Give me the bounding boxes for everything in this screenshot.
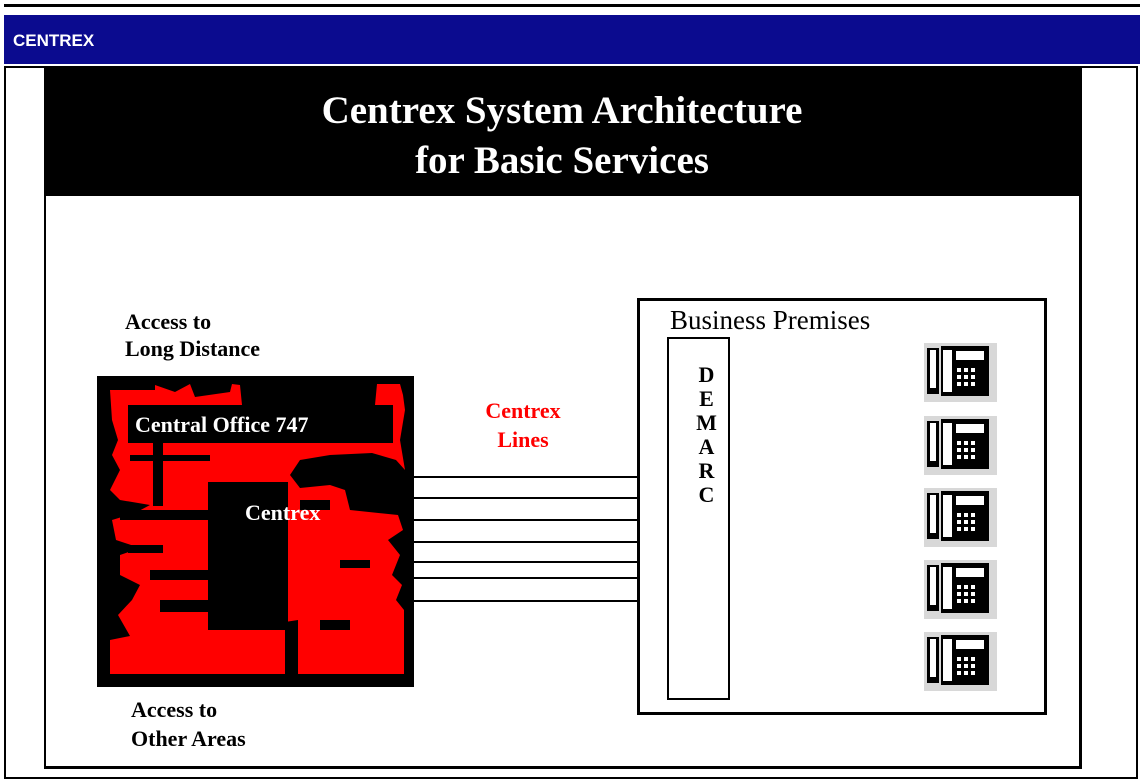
- telephone-icon: [924, 488, 997, 547]
- telephone-icon: [924, 416, 997, 475]
- centrex-switch-label: Centrex: [245, 500, 321, 525]
- centrex-lines-label-line-2: Lines: [497, 427, 549, 452]
- business-premises-label: Business Premises: [670, 305, 871, 335]
- telephone-icon: [924, 343, 997, 402]
- central-office-graphic: [97, 376, 414, 687]
- telephone-icon: [924, 632, 997, 691]
- central-office-label: Central Office 747: [135, 412, 309, 437]
- telephone-icon: [924, 560, 997, 619]
- other-areas-label-line-2: Other Areas: [131, 726, 246, 751]
- header-bar: CENTREX: [4, 15, 1140, 64]
- demarc-letter: C: [698, 482, 715, 507]
- demarc-letter: M: [696, 410, 717, 435]
- demarc-letter: R: [698, 458, 715, 483]
- centrex-line-bundle: [414, 476, 668, 602]
- top-rule: [4, 4, 1140, 7]
- slide-title-line-1: Centrex System Architecture: [321, 89, 803, 132]
- long-distance-label-line-1: Access to: [125, 309, 212, 334]
- centrex-lines-label-line-1: Centrex: [485, 398, 561, 423]
- header-title: CENTREX: [13, 31, 95, 50]
- slide-title-block: Centrex System Architecture for Basic Se…: [44, 66, 1080, 196]
- long-distance-label-line-2: Long Distance: [125, 336, 261, 361]
- demarc-letter: E: [699, 386, 714, 411]
- slide-title-line-2: for Basic Services: [415, 139, 709, 182]
- demarc-box: [667, 337, 730, 700]
- other-areas-label-line-1: Access to: [131, 697, 218, 722]
- demarc-letter: A: [698, 434, 715, 459]
- demarc-letter: D: [698, 362, 715, 387]
